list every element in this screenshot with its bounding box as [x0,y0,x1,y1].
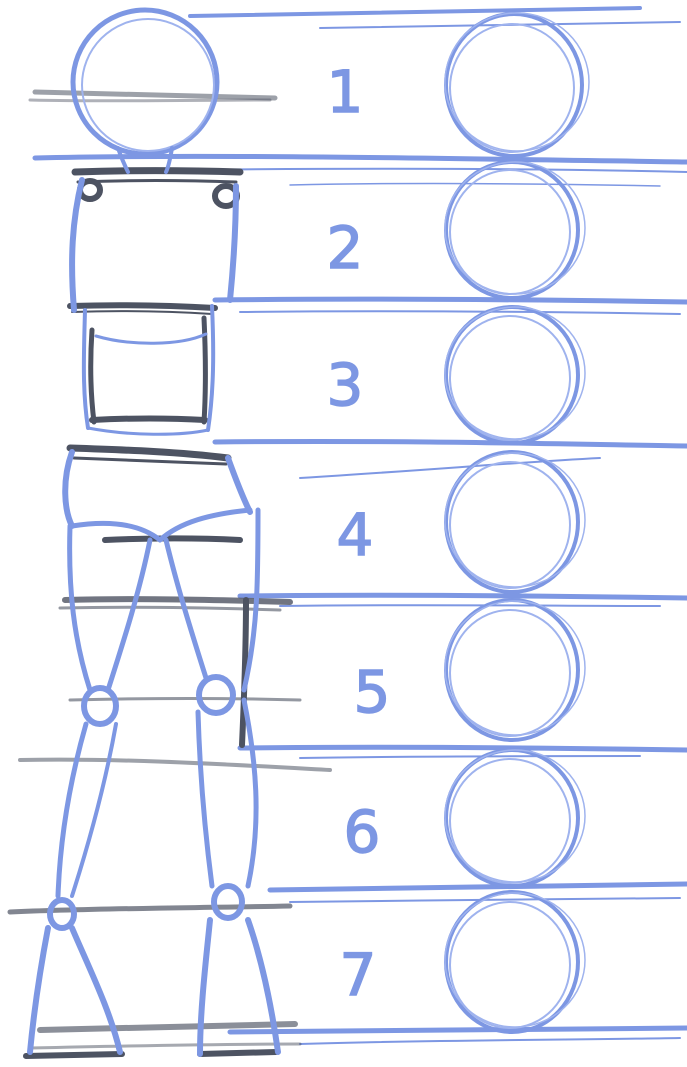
mannequin-figure [30,10,278,1054]
head-unit-circles [445,13,589,1032]
guide-line [190,8,680,28]
graphite-construction-lines [10,92,330,1056]
section-number: 5 [354,658,391,726]
head-unit-circle [445,750,585,886]
head-unit-circle [445,162,585,298]
section-number: 6 [344,798,381,866]
head-shape [73,10,217,154]
head-unit-circle [445,307,585,443]
section-number: 3 [327,351,364,419]
section-number: 4 [337,501,374,569]
left-leg-shape [30,526,150,1052]
guide-line [215,441,687,478]
section-number: 2 [327,214,364,282]
right-leg-shape [166,510,278,1054]
section-number: 7 [340,941,377,1009]
head-unit-circle [445,452,585,592]
guide-line [230,1028,687,1044]
section-numbers: 1 2 3 4 5 6 7 [327,58,391,1009]
head-unit-circle [445,892,585,1032]
guide-line [215,299,687,314]
guide-line [240,595,687,606]
head-unit-circle [445,600,585,740]
guide-line [240,747,687,758]
section-number: 1 [327,58,364,126]
head-unit-circle [445,13,589,156]
